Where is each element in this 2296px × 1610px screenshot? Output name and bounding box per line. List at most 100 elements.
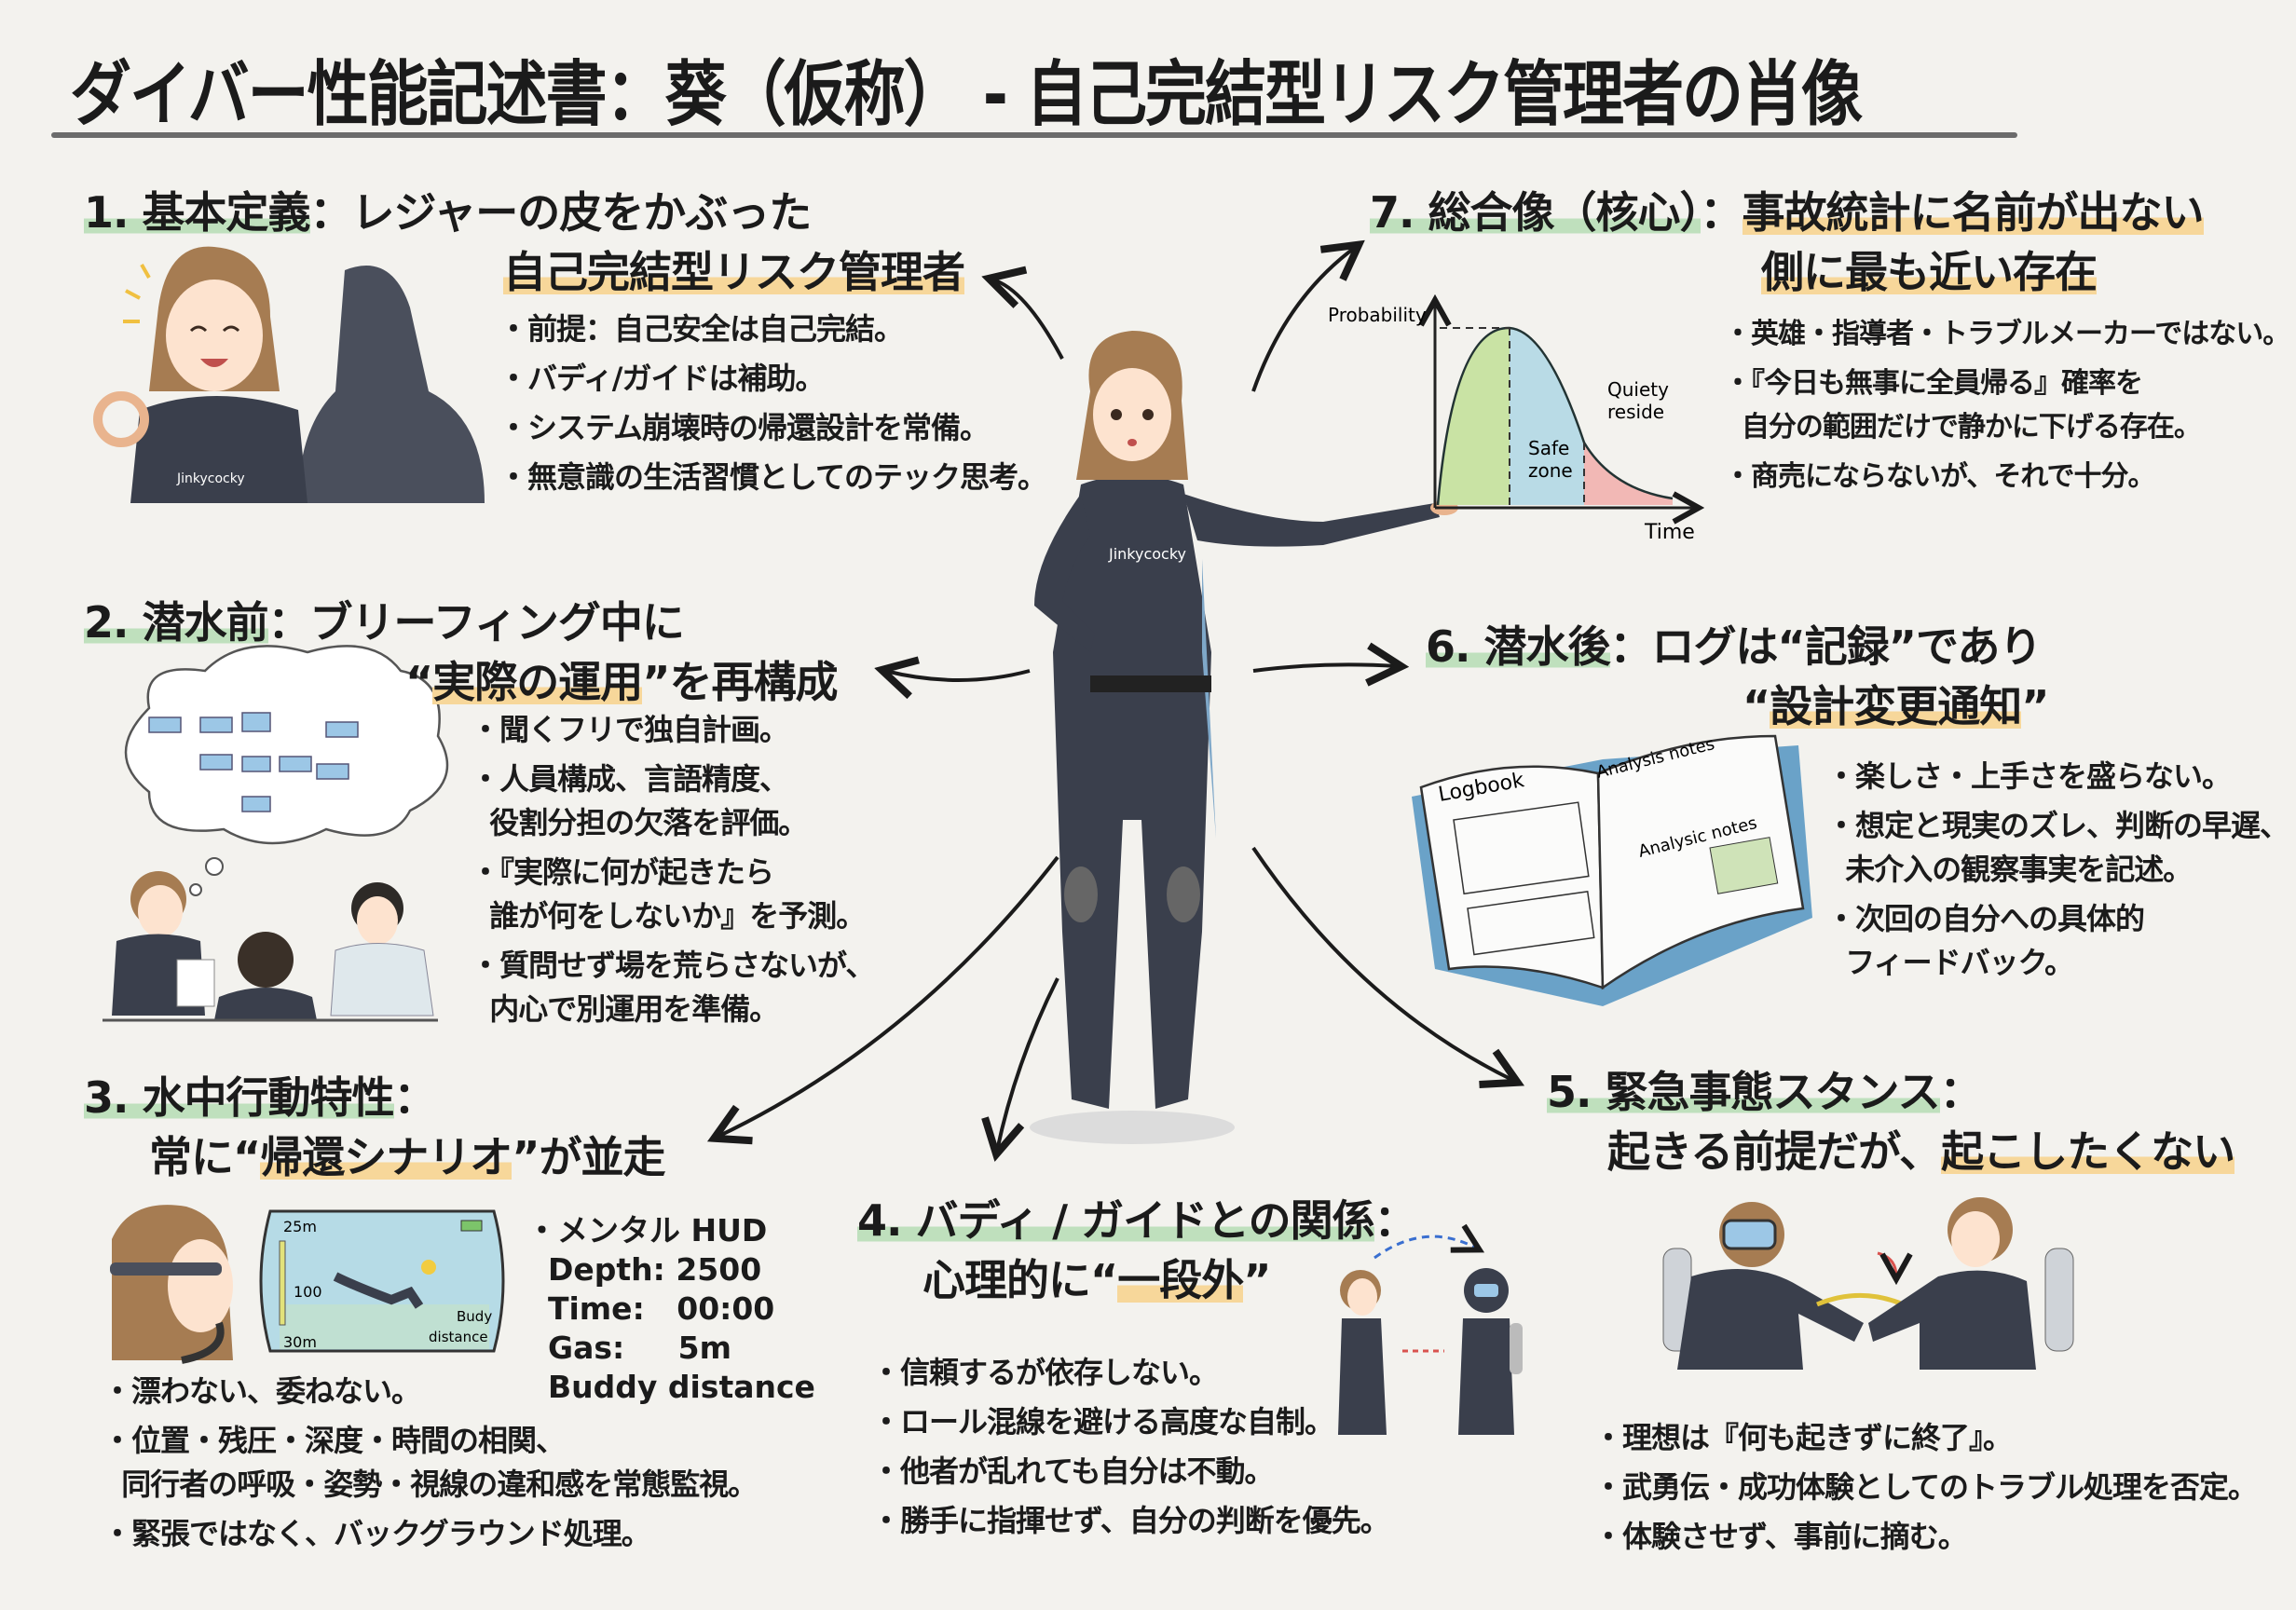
section-7-bullets: ・英雄・指導者・トラブルメーカーではない。・『今日も無事に全員帰る』確率を 自分… xyxy=(1724,312,2290,504)
graph-x-label: Time xyxy=(1644,521,1695,544)
bullet-item: ・システム崩壊時の帰還設計を常備。 xyxy=(499,410,990,445)
page-title: ダイバー性能記述書：葵（仮称） - 自己完結型リスク管理者の肖像 xyxy=(70,53,1863,136)
heading-line: 1. 基本定義：レジャーの皮をかぶった xyxy=(84,183,964,242)
heading-line: “設計変更通知” xyxy=(1742,676,2049,736)
bullet-item: ・信頼するが依存しない。 xyxy=(871,1355,1219,1390)
bullet-item: ・質問せず場を荒らさないが、 内心で別運用を準備。 xyxy=(471,948,875,1027)
heading-text: 心理的に“ xyxy=(922,1255,1118,1305)
bullet-item: ・商売にならないが、それで十分。 xyxy=(1724,460,2156,493)
highlighted-heading-text: 6. 潜水後 xyxy=(1426,621,1610,672)
highlighted-heading-text: 設計変更通知 xyxy=(1770,681,2022,731)
hud-line: Gas: 5m xyxy=(526,1330,731,1366)
highlighted-heading-text: 一段外 xyxy=(1117,1255,1244,1305)
bullet-item: ・他者が乱れても自分は不動。 xyxy=(871,1453,1274,1489)
s2-briefing-illustration xyxy=(102,645,449,1022)
highlighted-heading-text: 1. 基本定義 xyxy=(84,187,310,238)
arrow-to-s4 xyxy=(997,977,1059,1151)
s1-illustration: Jinkycocky xyxy=(93,246,485,503)
heading-text: ：ログは“記録”であり xyxy=(1609,621,2043,672)
section-3-bullets: ・漂わない、委ねない。・位置・残圧・深度・時間の相関、 同行者の呼吸・姿勢・視線… xyxy=(102,1370,758,1562)
heading-line: “実際の運用”を再構成 xyxy=(405,652,838,712)
heading-line: 6. 潜水後：ログは“記録”であり xyxy=(1426,617,2048,676)
bullet-item: ・『実際に何が起きたら 誰が何をしないか』を予測。 xyxy=(471,854,866,934)
s1-suit-brand: Jinkycocky xyxy=(176,471,245,486)
heading-line: 常に“帰還シナリオ”が並走 xyxy=(149,1127,665,1187)
bullet-item: ・次回の自分への具体的 フィードバック。 xyxy=(1826,901,2145,980)
hud-line: Depth: 2500 xyxy=(526,1251,762,1288)
section-5-heading: 5. 緊急事態スタンス：起きる前提だが、起こしたくない xyxy=(1547,1062,2235,1181)
heading-line: 心理的に“一段外” xyxy=(922,1250,1416,1310)
title-underline xyxy=(51,132,2017,138)
highlighted-heading-text: 帰還シナリオ xyxy=(260,1132,512,1182)
arrow-to-s2 xyxy=(885,671,1031,680)
section-5-bullets: ・理想は『何も起きずに終了』。・武勇伝・成功体験としてのトラブル処理を否定。・体… xyxy=(1593,1416,2258,1564)
hud-line: ・メンタル HUD xyxy=(526,1212,768,1248)
heading-text: 起きる前提だが、 xyxy=(1607,1126,1942,1177)
bullet-item: ・聞くフリで独自計画。 xyxy=(471,712,789,747)
section-2-bullets: ・聞くフリで独自計画。・人員構成、言語精度、 役割分担の欠落を評価。・『実際に何… xyxy=(471,708,875,1037)
hud-top-depth: 25m xyxy=(283,1218,317,1235)
bullet-item: ・無意識の生活習慣としてのテック思考。 xyxy=(499,459,1047,495)
bullet-item: ・『今日も無事に全員帰る』確率を 自分の範囲だけで静かに下げる存在。 xyxy=(1724,367,2202,443)
bullet-item: ・理想は『何も起きずに終了』。 xyxy=(1593,1420,2013,1455)
heading-text: ： xyxy=(1374,1195,1417,1246)
hud-distance-label: distance xyxy=(429,1329,488,1345)
highlighted-heading-text: 側に最も近い存在 xyxy=(1761,247,2098,297)
heading-text: ：レジャーの皮をかぶった xyxy=(309,187,813,238)
section-1-heading: 1. 基本定義：レジャーの皮をかぶった自己完結型リスク管理者 xyxy=(84,183,965,302)
heading-text: ： xyxy=(1939,1067,1983,1117)
section-4-heading: 4. バディ / ガイドとの関係：心理的に“一段外” xyxy=(857,1191,1417,1310)
bullet-item: ・武勇伝・成功体験としてのトラブル処理を否定。 xyxy=(1593,1469,2258,1505)
heading-text: ： xyxy=(1700,187,1743,238)
bullet-item: ・勝手に指揮せず、自分の判断を優先。 xyxy=(871,1503,1390,1538)
logbook-illustration: Logbook Analysis notes Analysic notes xyxy=(1412,734,1812,1006)
section-7-heading: 7. 総合像（核心）：事故統計に名前が出ない側に最も近い存在 xyxy=(1370,183,2205,302)
highlighted-heading-text: 7. 総合像（核心） xyxy=(1370,187,1701,238)
heading-text: 常に“ xyxy=(149,1132,261,1182)
heading-line: 自己完結型リスク管理者 xyxy=(503,242,965,302)
bullet-item: ・人員構成、言語精度、 役割分担の欠落を評価。 xyxy=(471,761,808,840)
arrow-to-s1 xyxy=(992,280,1064,360)
highlighted-heading-text: 3. 水中行動特性 xyxy=(84,1072,394,1123)
heading-line: 4. バディ / ガイドとの関係： xyxy=(857,1191,1417,1250)
bullet-item: ・位置・残圧・深度・時間の相関、 同行者の呼吸・姿勢・視線の違和感を常態監視。 xyxy=(102,1423,758,1502)
heading-text: ： xyxy=(393,1072,437,1123)
hud-line: Time: 00:00 xyxy=(526,1290,775,1327)
highlighted-heading-text: 実際の運用 xyxy=(432,657,643,707)
arrow-to-s3 xyxy=(718,855,1059,1137)
highlighted-heading-text: 2. 潜水前 xyxy=(84,597,268,648)
bullet-item: ・緊張ではなく、バックグラウンド処理。 xyxy=(102,1516,651,1551)
highlighted-heading-text: 4. バディ / ガイドとの関係 xyxy=(857,1195,1375,1246)
highlighted-heading-text: 事故統計に名前が出ない xyxy=(1742,187,2205,238)
heading-text: “ xyxy=(1742,681,1770,731)
section-6-bullets: ・楽しさ・上手さを盛らない。・想定と現実のズレ、判断の早遅、 未介入の観察事実を… xyxy=(1826,755,2289,990)
heading-line: 側に最も近い存在 xyxy=(1761,242,2204,302)
hud-line: Buddy distance xyxy=(526,1369,815,1405)
highlighted-heading-text: 起こしたくない xyxy=(1941,1126,2235,1177)
heading-text: “ xyxy=(405,657,433,707)
hud-mid-value: 100 xyxy=(294,1283,322,1301)
heading-line: 2. 潜水前：ブリーフィング中に xyxy=(84,593,837,652)
graph-y-label: Probability xyxy=(1328,304,1427,326)
bullet-item: ・想定と現実のズレ、判断の早遅、 未介入の観察事実を記述。 xyxy=(1826,808,2289,887)
hud-bottom-depth: 30m xyxy=(283,1333,317,1351)
bullet-item: ・前提：自己安全は自己完結。 xyxy=(499,311,904,347)
highlighted-heading-text: 自己完結型リスク管理者 xyxy=(503,247,965,297)
heading-line: 7. 総合像（核心）：事故統計に名前が出ない xyxy=(1370,183,2205,242)
arrow-to-s5 xyxy=(1251,846,1514,1081)
hud-buddy-label: Budy xyxy=(457,1308,492,1325)
s5-emergency-illustration xyxy=(1662,1197,2074,1370)
heading-line: 起きる前提だが、起こしたくない xyxy=(1607,1122,2235,1181)
s4-buddy-illustration xyxy=(1338,1236,1523,1435)
heading-text: ” xyxy=(2021,681,2049,731)
bullet-item: ・楽しさ・上手さを盛らない。 xyxy=(1826,758,2232,794)
central-diver-figure: Jinkycocky xyxy=(1030,331,1458,1144)
s3-diver-hud-illustration: 25m 100 30m Budy distance xyxy=(110,1205,505,1364)
highlighted-heading-text: 5. 緊急事態スタンス xyxy=(1547,1067,1941,1117)
heading-text: ：ブリーフィング中に xyxy=(267,597,685,648)
heading-text: ” xyxy=(1243,1255,1271,1305)
suit-brand-text: Jinkycocky xyxy=(1108,545,1186,563)
heading-line: 3. 水中行動特性： xyxy=(84,1068,664,1127)
